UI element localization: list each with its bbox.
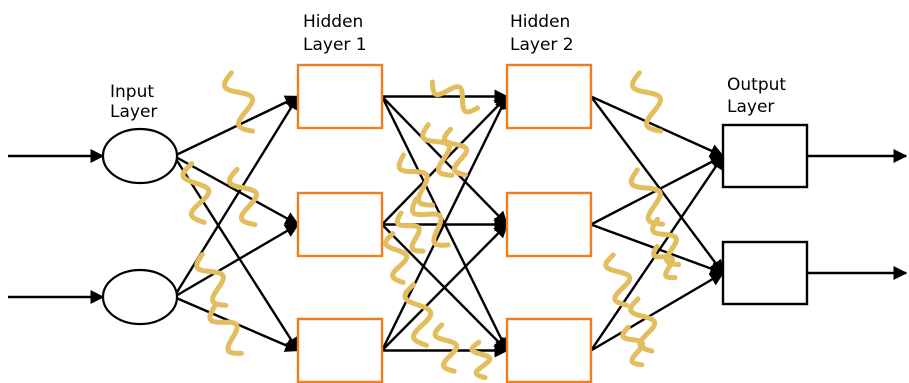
output-layer-label-line1: Output (727, 75, 786, 95)
input-layer-label-line2: Layer (110, 102, 157, 122)
input-node-1 (101, 127, 179, 185)
squiggles (180, 70, 682, 381)
hidden-layer-2-node-2 (505, 191, 593, 258)
hidden-layer-1-label-line2: Layer 1 (303, 35, 367, 55)
edge-in1-h1n3 (172, 155, 300, 352)
squiggle-12 (402, 282, 434, 348)
layer-labels: Input Layer Hidden Layer 1 Hidden Layer … (110, 12, 786, 122)
squiggle-22 (651, 243, 678, 281)
squiggle-17 (650, 216, 682, 268)
hidden-layer-2-node-1 (505, 63, 593, 130)
squiggle-9 (441, 126, 470, 178)
squiggle-13 (432, 322, 460, 374)
output-layer-label-line2: Layer (727, 97, 774, 117)
hidden-layer-2-label-line1: Hidden (510, 12, 570, 32)
squiggle-20 (620, 324, 646, 368)
squiggle-7 (420, 122, 455, 178)
squiggle-14 (394, 210, 426, 254)
squiggle-4 (194, 252, 229, 308)
edge-h1n3-h2n1 (380, 95, 509, 352)
squiggle-16 (628, 167, 666, 227)
squiggle-18 (603, 252, 633, 308)
edge-h2n3-out1 (590, 154, 724, 352)
edge-in1-h1n1 (173, 95, 300, 158)
squiggle-1 (221, 70, 256, 134)
hidden-layer-1-node-3 (296, 317, 384, 383)
squiggle-15 (629, 70, 664, 134)
output-node-2 (721, 240, 809, 306)
edge-h2n3-out2 (590, 271, 725, 352)
output-node-1 (721, 123, 809, 189)
squiggle-11 (383, 231, 410, 285)
squiggle-8 (429, 79, 481, 115)
edge-in1-h1n2 (173, 154, 300, 226)
input-layer-label-line1: Input (110, 82, 154, 102)
hidden-layer-2-label-line2: Layer 2 (510, 35, 574, 55)
squiggle-6 (396, 152, 435, 208)
squiggle-21 (469, 339, 493, 381)
nodes (101, 63, 809, 383)
edge-h1n3-h2n2 (381, 223, 508, 352)
squiggle-5 (207, 304, 244, 356)
hidden-layer-1-node-2 (296, 191, 384, 258)
squiggle-10 (409, 196, 451, 248)
hidden-layer-2-node-3 (505, 317, 593, 383)
edge-in2-h1n2 (173, 223, 300, 299)
edge-h2n1-out1 (590, 95, 725, 158)
squiggle-2 (180, 161, 212, 225)
hidden-layer-1-label-line1: Hidden (303, 12, 363, 32)
edge-h2n1-out2 (590, 95, 724, 275)
input-node-2 (101, 268, 179, 326)
hidden-layer-1-node-1 (296, 63, 384, 130)
squiggle-3 (226, 166, 260, 228)
